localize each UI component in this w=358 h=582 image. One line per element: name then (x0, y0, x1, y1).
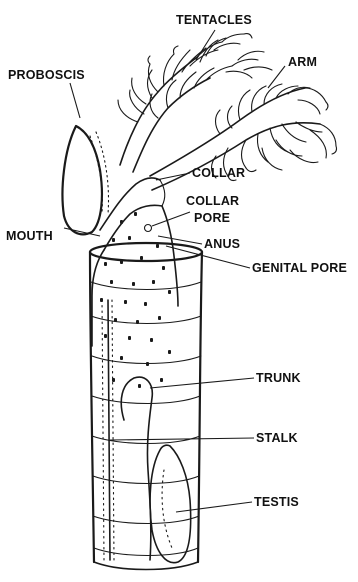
proboscis (63, 126, 109, 234)
label-stalk: STALK (256, 431, 298, 445)
label-arm: ARM (288, 55, 317, 69)
label-proboscis: PROBOSCIS (8, 68, 85, 82)
upper-body (92, 206, 178, 388)
label-collar-pore-line1: COLLAR (186, 194, 239, 208)
labels: TENTACLES PROBOSCIS ARM COLLAR COLLAR PO… (6, 13, 347, 509)
tube (90, 243, 202, 570)
label-testis: TESTIS (254, 495, 299, 509)
label-anus: ANUS (204, 237, 240, 251)
label-tentacles: TENTACLES (176, 13, 252, 27)
label-genital-pore: GENITAL PORE (252, 261, 347, 275)
label-trunk: TRUNK (256, 371, 301, 385)
label-collar-pore-line2: PORE (194, 211, 230, 225)
label-collar: COLLAR (192, 166, 245, 180)
label-mouth: MOUTH (6, 229, 53, 243)
